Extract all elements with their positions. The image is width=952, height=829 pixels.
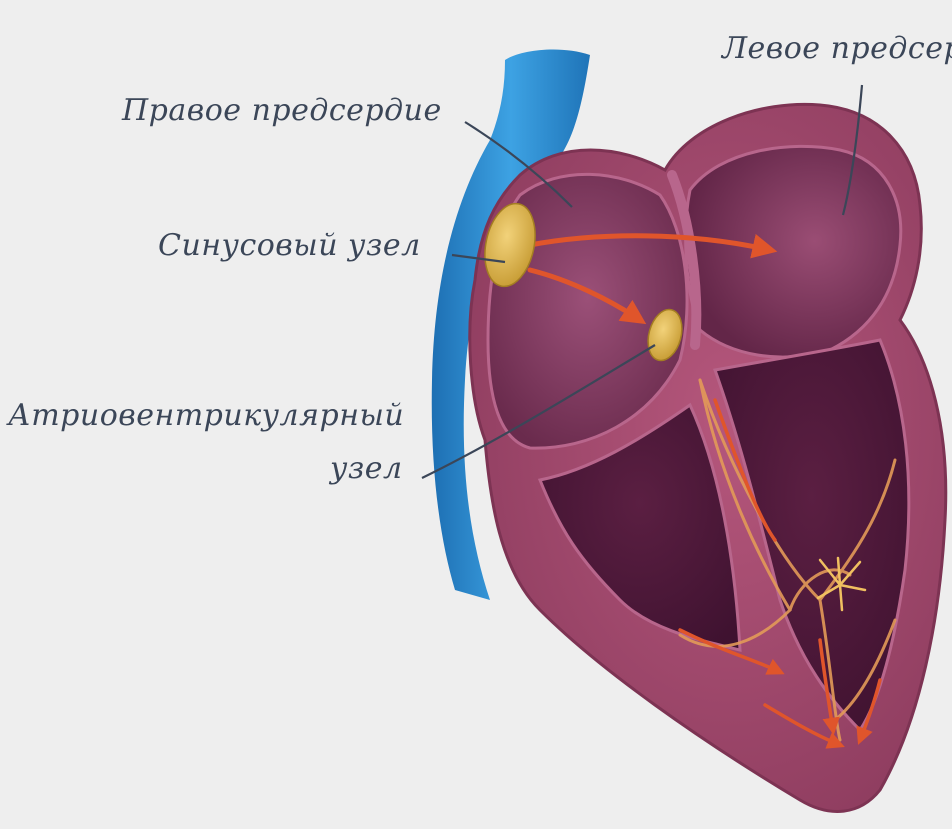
label-sinus-node: Синусовый узел — [158, 228, 421, 263]
label-left-atrium: Левое предсер — [720, 31, 952, 66]
label-av-node-line2: узел — [328, 451, 403, 486]
label-av-node-line1: Атриовентрикулярный — [6, 398, 404, 433]
label-right-atrium: Правое предсердие — [121, 93, 442, 128]
